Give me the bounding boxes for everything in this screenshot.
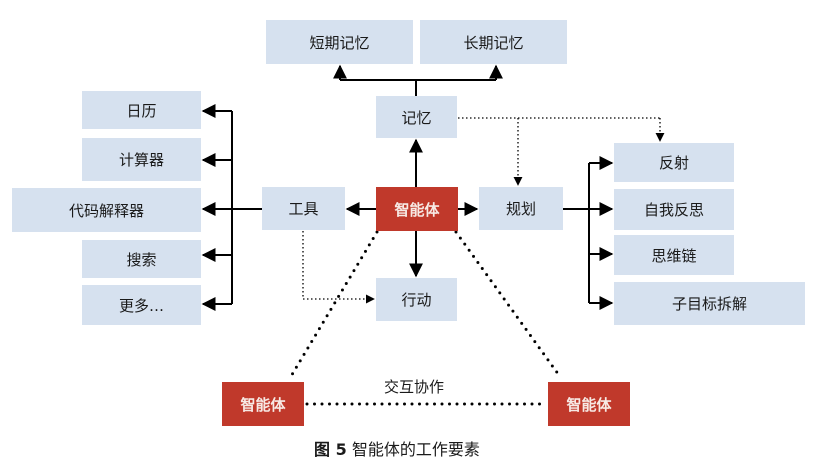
planning-node: 规划: [479, 187, 563, 230]
node-label: 长期记忆: [463, 33, 524, 52]
plan-chain-of-thought-node: 思维链: [614, 235, 734, 275]
node-label: 行动: [401, 291, 432, 309]
short-term-memory-node: 短期记忆: [266, 20, 413, 64]
node-label: 智能体: [566, 395, 612, 414]
node-label: 智能体: [394, 200, 440, 219]
node-label: 代码解释器: [68, 201, 144, 220]
node-label: 日历: [126, 101, 157, 120]
node-label: 搜索: [126, 250, 157, 269]
tools-branch-connector: [201, 104, 262, 311]
tool-search-node: 搜索: [82, 240, 201, 278]
collaboration-dotted-lines: [288, 230, 563, 406]
node-label: 自我反思: [643, 201, 704, 219]
collaboration-label: 交互协作: [384, 378, 445, 396]
center-agent-node: 智能体: [376, 187, 458, 231]
tool-more-node: 更多…: [82, 285, 201, 325]
tool-calculator-node: 计算器: [82, 138, 201, 181]
plan-reflection-node: 反射: [614, 143, 734, 182]
collab-agent-right-node: 智能体: [548, 382, 630, 426]
node-label: 思维链: [651, 246, 697, 265]
node-label: 智能体: [240, 395, 286, 414]
node-label: 子目标拆解: [671, 295, 747, 313]
memory-node: 记忆: [376, 96, 457, 138]
plan-subgoal-decomposition-node: 子目标拆解: [614, 282, 805, 325]
node-label: 规划: [505, 200, 536, 218]
plan-self-reflection-node: 自我反思: [614, 189, 734, 230]
tools-dotted-connector: [302, 231, 375, 304]
figure-number: 图 5: [314, 440, 347, 459]
node-label: 记忆: [401, 108, 432, 127]
node-label: 反射: [658, 154, 689, 172]
node-label: 短期记忆: [309, 33, 370, 52]
memory-dotted-connector: [458, 117, 665, 186]
figure-caption: 图 5 智能体的工作要素: [314, 436, 480, 460]
node-label: 计算器: [118, 151, 164, 169]
node-label: 工具: [288, 200, 319, 218]
tool-code-interpreter-node: 代码解释器: [12, 188, 201, 232]
memory-branch-connector: [333, 64, 503, 96]
tool-calendar-node: 日历: [82, 91, 201, 129]
action-node: 行动: [376, 278, 457, 321]
planning-branch-connector: [563, 156, 614, 310]
collab-agent-left-node: 智能体: [222, 382, 304, 426]
tools-node: 工具: [262, 187, 345, 230]
figure-title: 智能体的工作要素: [351, 440, 480, 459]
long-term-memory-node: 长期记忆: [420, 20, 567, 64]
node-label: 更多…: [118, 296, 164, 315]
